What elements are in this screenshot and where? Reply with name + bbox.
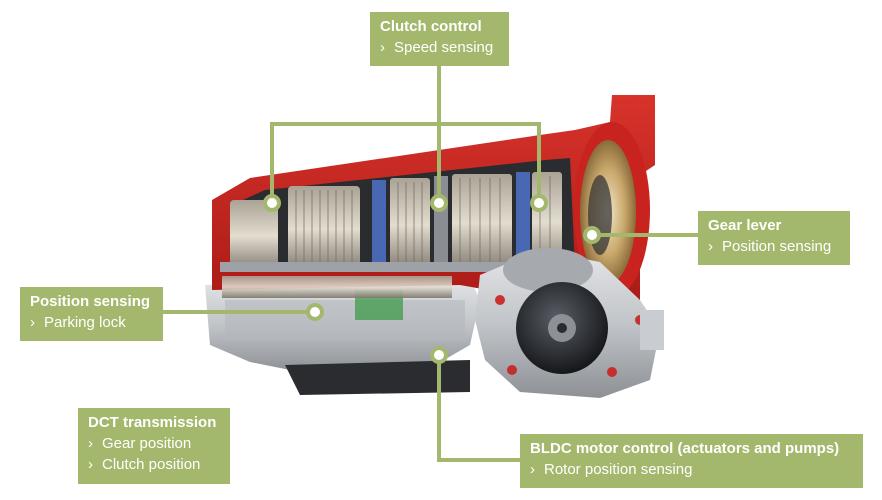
callout-bldc-motor-control: BLDC motor control (actuators and pumps)… [520, 434, 863, 488]
leader-dots [263, 194, 601, 364]
callout-title: DCT transmission [88, 414, 217, 431]
chevron-right-icon: › [30, 314, 35, 331]
callout-item: ›Position sensing [708, 238, 832, 255]
chevron-right-icon: › [708, 238, 713, 255]
callout-item: ›Clutch position [88, 456, 201, 473]
callout-item: ›Speed sensing [380, 39, 494, 56]
chevron-right-icon: › [88, 456, 93, 473]
callout-clutch-control: Clutch control ›Speed sensing [370, 12, 509, 66]
callout-dct-transmission: DCT transmission ›Gear position ›Clutch … [78, 408, 230, 484]
oil-pan [285, 360, 470, 395]
motor-cover [503, 248, 593, 292]
valve-body-plate [225, 300, 465, 340]
chevron-right-icon: › [380, 39, 385, 56]
chevron-right-icon: › [530, 461, 535, 478]
callout-title: Clutch control [380, 18, 482, 35]
callout-title: BLDC motor control (actuators and pumps) [530, 440, 840, 457]
callout-position-sensing: Position sensing ›Parking lock [20, 287, 163, 341]
leader-lines [162, 64, 698, 462]
callout-item: ›Parking lock [30, 314, 126, 331]
lower-gears [222, 276, 452, 298]
callout-title: Position sensing [30, 293, 151, 310]
callout-item: ›Rotor position sensing [530, 461, 693, 478]
main-shaft [220, 262, 580, 272]
callout-item: ›Gear position [88, 435, 192, 452]
callout-gear-lever: Gear lever ›Position sensing [698, 211, 850, 265]
chevron-right-icon: › [88, 435, 93, 452]
connector-block [640, 310, 664, 350]
callout-title: Gear lever [708, 217, 782, 234]
